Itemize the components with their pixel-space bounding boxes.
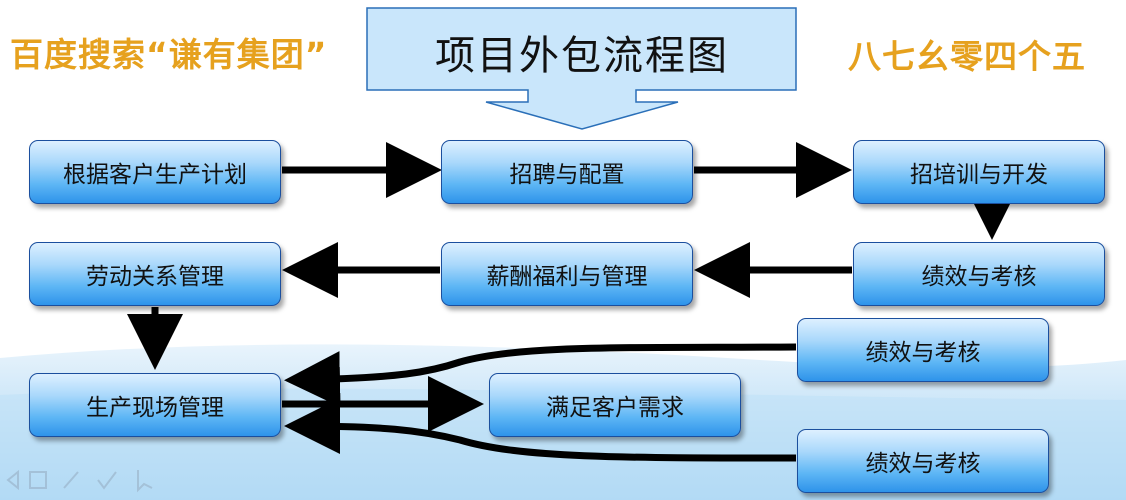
node-satisfy-customer: 满足客户需求	[489, 373, 741, 437]
prev-slide-icon	[6, 469, 19, 491]
checkmark-icon	[97, 471, 117, 490]
node-recruit-allocation: 招聘与配置	[441, 140, 693, 204]
pen-icon	[63, 471, 79, 489]
node-labor-relations: 劳动关系管理	[29, 242, 281, 306]
title-callout-shape	[366, 7, 797, 130]
slide-menu-icon	[29, 471, 47, 489]
pointer-icon	[137, 470, 153, 493]
node-customer-plan: 根据客户生产计划	[29, 140, 281, 204]
node-training-development: 招培训与开发	[853, 140, 1105, 204]
node-performance-bottom: 绩效与考核	[797, 429, 1049, 493]
node-performance-top: 绩效与考核	[797, 318, 1049, 382]
slideshow-toolbar	[6, 469, 153, 493]
header-right-text: 八七幺零四个五	[848, 37, 1086, 76]
node-compensation-benefits: 薪酬福利与管理	[441, 242, 693, 306]
diagram-title: 项目外包流程图	[435, 33, 729, 79]
header-left-text: 百度搜索“谦有集团”	[10, 35, 328, 74]
node-performance-main: 绩效与考核	[853, 242, 1105, 306]
node-onsite-management: 生产现场管理	[29, 373, 281, 437]
